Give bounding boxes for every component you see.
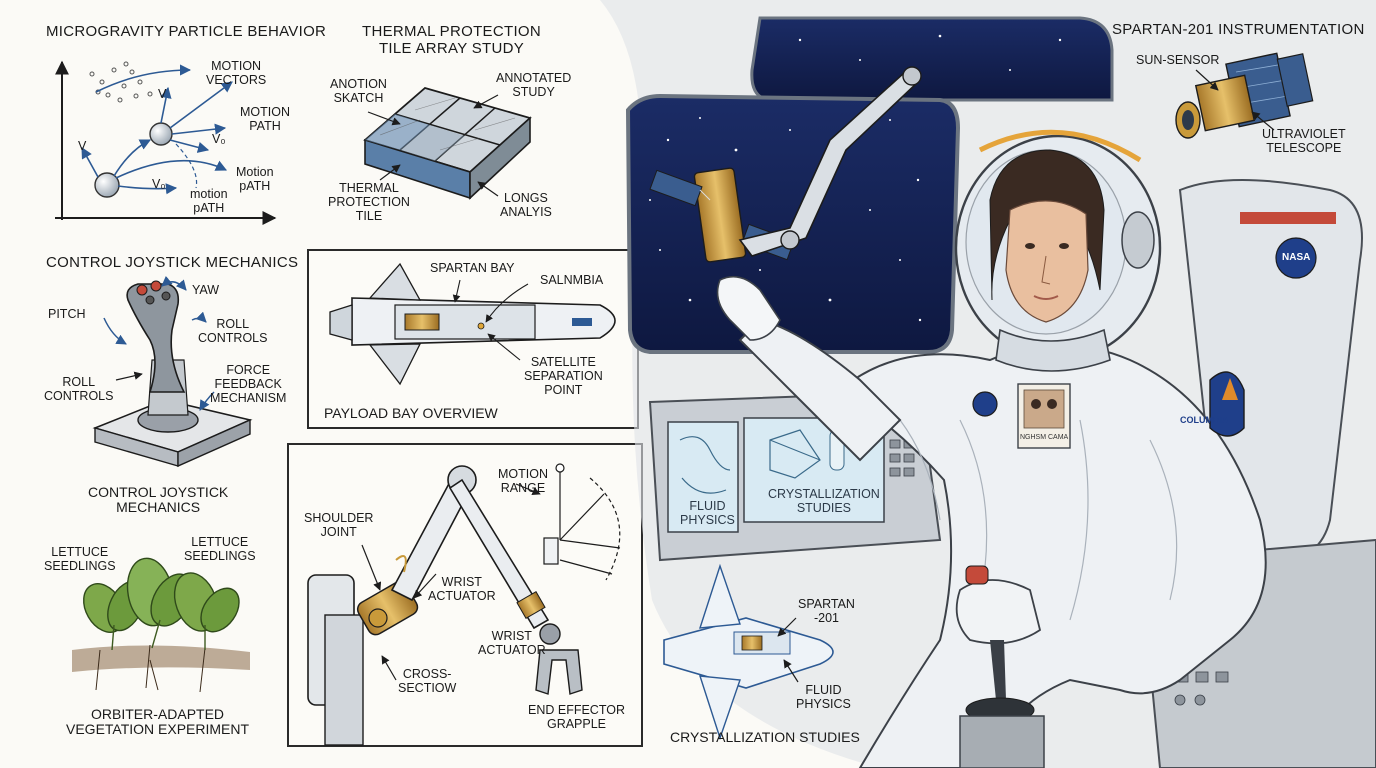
crystallization-caption: CRYSTALLIZATION STUDIES xyxy=(670,729,860,745)
satellite-in-window xyxy=(649,167,795,263)
motion-path-label: motion pATH xyxy=(190,187,228,215)
lettuce-seedlings xyxy=(72,557,250,693)
lettuce-label: LETTUCE SEEDLINGS xyxy=(184,535,256,563)
payload-caption: PAYLOAD BAY OVERVIEW xyxy=(324,405,498,421)
joystick-title: CONTROL JOYSTICK MECHANICS xyxy=(46,254,299,271)
thermal-title: THERMAL PROTECTION TILE ARRAY STUDY xyxy=(362,23,542,57)
initial-velocity-label: V₀ xyxy=(152,177,166,191)
joystick-caption: CONTROL JOYSTICK MECHANICS xyxy=(88,484,229,516)
vegetation-caption: ORBITER-ADAPTED VEGETATION EXPERIMENT xyxy=(66,706,250,738)
motion-range-label: MOTION RANGE xyxy=(498,467,548,495)
spartan201-sketch xyxy=(663,563,834,741)
spartan-bay-label: SPARTAN BAY xyxy=(430,261,515,275)
salnmbia-label: SALNMBIA xyxy=(540,273,604,287)
crystallization-panel-label: CRYSTALLIZATION STUDIES xyxy=(768,487,880,515)
force-feedback-label: FORCE FEEDBACK MECHANISM xyxy=(210,363,287,405)
joystick-sketch xyxy=(92,275,253,468)
pitch-label: PITCH xyxy=(48,307,86,321)
shoulder-joint-label: SHOULDER JOINT xyxy=(304,511,374,539)
particles-title: MICROGRAVITY PARTICLE BEHAVIOR xyxy=(46,23,327,40)
cross-section-label: CROSS- SECTIOW xyxy=(398,667,457,695)
anotion-skatch-label: ANOTION SKATCH xyxy=(330,77,387,105)
robotic-arm-panel xyxy=(287,443,643,747)
velocity-label: V xyxy=(78,139,87,153)
motion-path-label: MOTION PATH xyxy=(240,105,290,133)
columbia-patch-label: COLUMBIA xyxy=(1180,415,1229,425)
wrist-actuator-label: WRIST ACTUATOR xyxy=(478,629,546,657)
spartan-201-label: SPARTAN -201 xyxy=(798,597,855,625)
roll-controls-label: ROLL CONTROLS xyxy=(198,317,268,345)
yaw-label: YAW xyxy=(192,283,220,297)
sun-sensor-label: SUN-SENSOR xyxy=(1136,53,1220,67)
longs-analyis-label: LONGS ANALYIS xyxy=(500,191,552,219)
thermal-tile-label: THERMAL PROTECTION TILE xyxy=(328,181,410,223)
annotated-study-label: ANNOTATED STUDY xyxy=(496,71,572,99)
separation-point-label: SATELLITE SEPARATION POINT xyxy=(524,355,603,397)
thermal-tile-array xyxy=(363,87,532,200)
initial-velocity-label: V₀ xyxy=(212,132,226,146)
motion-vectors-label: MOTION VECTORS xyxy=(206,59,267,87)
motion-path-label: Motion pATH xyxy=(236,165,274,193)
fluid-physics-label: FLUID PHYSICS xyxy=(796,683,851,711)
uv-telescope-label: ULTRAVIOLET TELESCOPE xyxy=(1262,127,1346,155)
payload-bay-panel xyxy=(307,249,639,429)
cockpit-scene xyxy=(600,0,1376,768)
nasa-patch-label: NASA xyxy=(1282,252,1311,263)
instrumentation-title: SPARTAN-201 INSTRUMENTATION xyxy=(1112,21,1365,38)
lettuce-label: LETTUCE SEEDLINGS xyxy=(44,545,116,573)
roll-controls-label: ROLL CONTROLS xyxy=(44,375,114,403)
velocity-label: V xyxy=(158,87,167,101)
name-tag-text: NGHSM CAMA xyxy=(1020,434,1069,441)
fluid-physics-panel-label: FLUID PHYSICS xyxy=(680,499,735,527)
end-effector-label: END EFFECTOR GRAPPLE xyxy=(528,703,625,731)
instrumentation-sketch xyxy=(1175,52,1314,139)
wrist-actuator-label: WRIST ACTUATOR xyxy=(428,575,496,603)
particle-diagram xyxy=(55,60,277,225)
